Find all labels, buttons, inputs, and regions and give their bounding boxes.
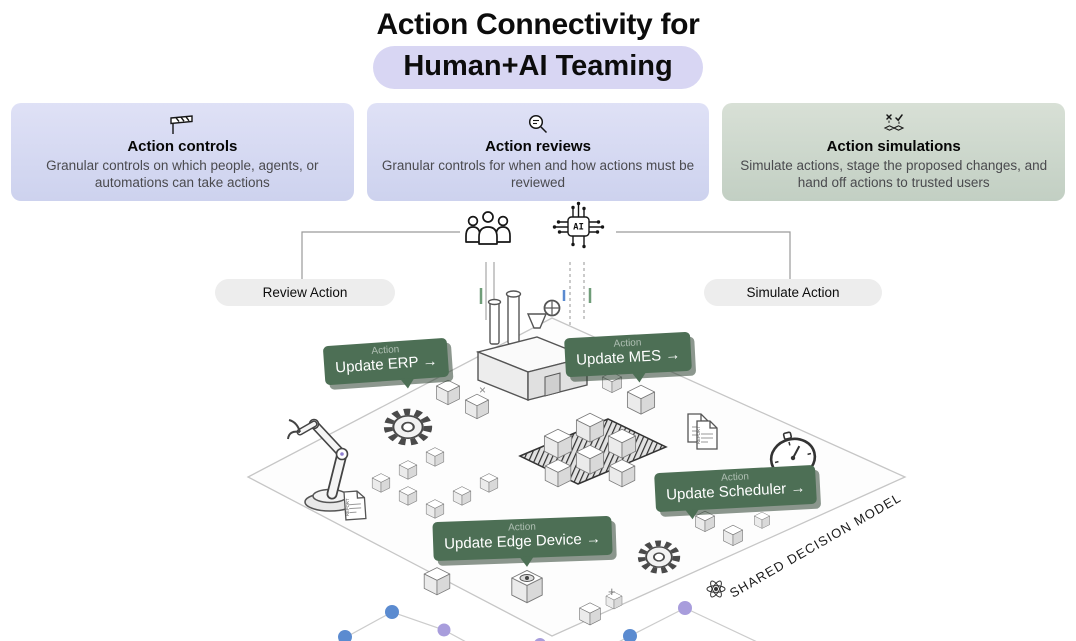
connector-lines: [301, 231, 791, 280]
network-graph: [337, 601, 757, 641]
atom-icon: [706, 580, 726, 598]
network-node: [338, 630, 352, 641]
badge-label: Update MES →: [575, 346, 681, 369]
magnifier-icon: [380, 111, 697, 136]
page-subtitle-pill: Human+AI Teaming: [373, 46, 703, 89]
people-group-icon: [465, 211, 511, 245]
card-action-simulations: Action simulations Simulate actions, sta…: [722, 103, 1066, 202]
simulate-action-pill: Simulate Action: [704, 279, 882, 306]
ai-chip-label: AI: [573, 223, 584, 233]
card-description: Granular controls on which people, agent…: [46, 158, 319, 190]
simulation-icon: [735, 111, 1052, 136]
network-node: [437, 623, 451, 637]
feature-cards: Action controls Granular controls on whi…: [11, 103, 1066, 202]
network-node: [534, 638, 546, 641]
robot-arm: [287, 418, 356, 512]
card-title: Action simulations: [826, 138, 961, 155]
document-icon: REPORT: [687, 413, 718, 450]
gate-icon: [24, 111, 341, 136]
plus-mark: +: [608, 584, 616, 599]
svg-text:REPORT: REPORT: [696, 426, 701, 444]
page-subtitle-wrap: Human+AI Teaming: [0, 46, 1076, 89]
badge-update-edge-device: Action Update Edge Device →: [432, 515, 613, 561]
cross-mark: ×: [479, 383, 486, 397]
page-title: Action Connectivity for: [376, 8, 700, 41]
ai-chip-icon: AI: [552, 201, 605, 249]
document-icon: REPORT: [343, 489, 367, 521]
review-action-pill: Review Action: [215, 279, 395, 306]
svg-text:REPORT: REPORT: [345, 498, 350, 516]
network-node: [678, 601, 692, 615]
card-action-reviews: Action reviews Granular controls for whe…: [366, 103, 710, 202]
network-node: [385, 605, 399, 619]
network-node: [623, 629, 637, 641]
card-description: Simulate actions, stage the proposed cha…: [740, 158, 1048, 190]
badge-update-mes: Action Update MES →: [564, 331, 693, 378]
drop-lines: [479, 262, 592, 330]
card-description: Granular controls for when and how actio…: [381, 158, 695, 190]
card-title: Action controls: [127, 138, 238, 155]
badge-label: Update Edge Device →: [443, 530, 602, 553]
card-action-controls: Action controls Granular controls on whi…: [11, 103, 354, 202]
edge-device: [511, 569, 543, 604]
card-title: Action reviews: [485, 138, 591, 155]
